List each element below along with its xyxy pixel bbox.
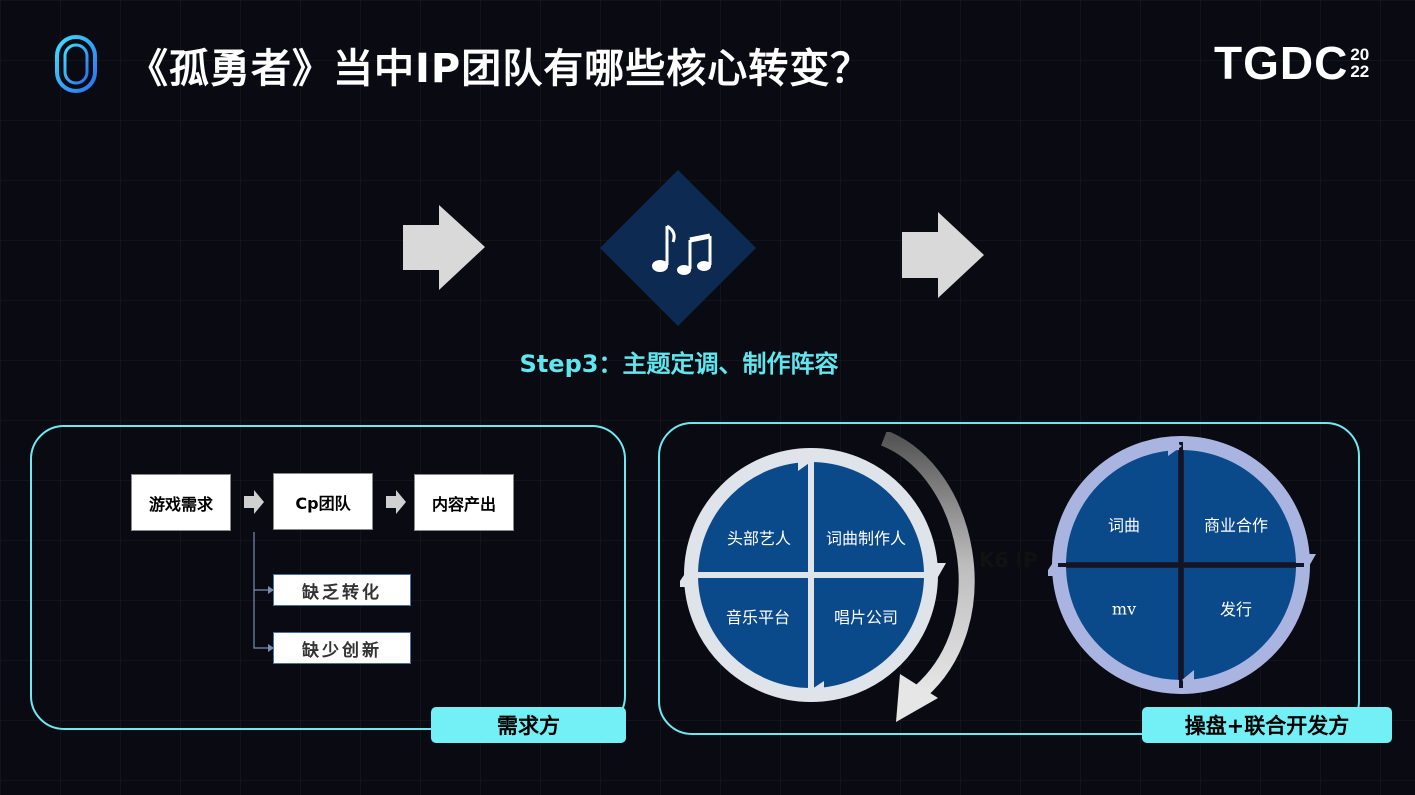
cycle-diagram-left [680, 448, 946, 702]
quadrant-label: 词曲 [1107, 516, 1141, 535]
music-note-icon [652, 224, 712, 275]
operator-panel [658, 422, 1360, 735]
brand-year-bottom: 22 [1350, 62, 1370, 81]
arrow-right-icon [403, 205, 485, 290]
arrow-right-icon [902, 212, 984, 298]
issue-label: 缺乏转化 [302, 582, 382, 603]
quadrant-label: 头部艺人 [726, 529, 792, 548]
quadrant-label: 词曲制作人 [825, 529, 907, 548]
issue-box-lack-conversion: 缺乏转化 [273, 574, 411, 606]
cycle-diagram-right [1048, 436, 1316, 694]
brand-logo: TGDC 20 22 [1214, 36, 1369, 90]
issue-box-lack-innovation: 缺少创新 [273, 632, 411, 664]
quadrant-label: 发行 [1219, 600, 1253, 619]
operator-side-tag: 操盘+联合开发方 [1142, 707, 1392, 743]
flow-box-label: 游戏需求 [148, 494, 213, 514]
k6-ip-label: K6 IP [979, 548, 1038, 572]
quadrant-label: 商业合作 [1203, 516, 1269, 535]
flow-box-label: Cp团队 [295, 493, 351, 513]
flow-box-game-demand: 游戏需求 [131, 474, 231, 531]
logo-loop-icon [55, 35, 97, 93]
demand-side-tag: 需求方 [431, 707, 626, 743]
arrow-right-icon [244, 490, 264, 514]
brand-year: 20 22 [1350, 46, 1369, 80]
step-label: Step3：主题定调、制作阵容 [519, 350, 839, 378]
quadrant-label: 唱片公司 [833, 608, 899, 627]
flow-box-label: 内容产出 [431, 494, 496, 514]
flow-box-content-output: 内容产出 [414, 474, 514, 531]
quadrant-label: 音乐平台 [725, 608, 791, 627]
brand-name: TGDC [1214, 37, 1349, 89]
flow-connectors [244, 490, 406, 652]
brand-year-top: 20 [1350, 45, 1370, 64]
curved-arrow-icon [880, 432, 975, 722]
demand-panel [30, 425, 626, 730]
page-title: 《孤勇者》当中IP团队有哪些核心转变？ [128, 46, 872, 92]
issue-label: 缺少创新 [302, 640, 382, 661]
quadrant-label: mv [1111, 599, 1137, 619]
flow-box-cp-team: Cp团队 [273, 473, 373, 530]
arrow-right-icon [386, 490, 406, 514]
music-note-diamond [600, 170, 756, 326]
